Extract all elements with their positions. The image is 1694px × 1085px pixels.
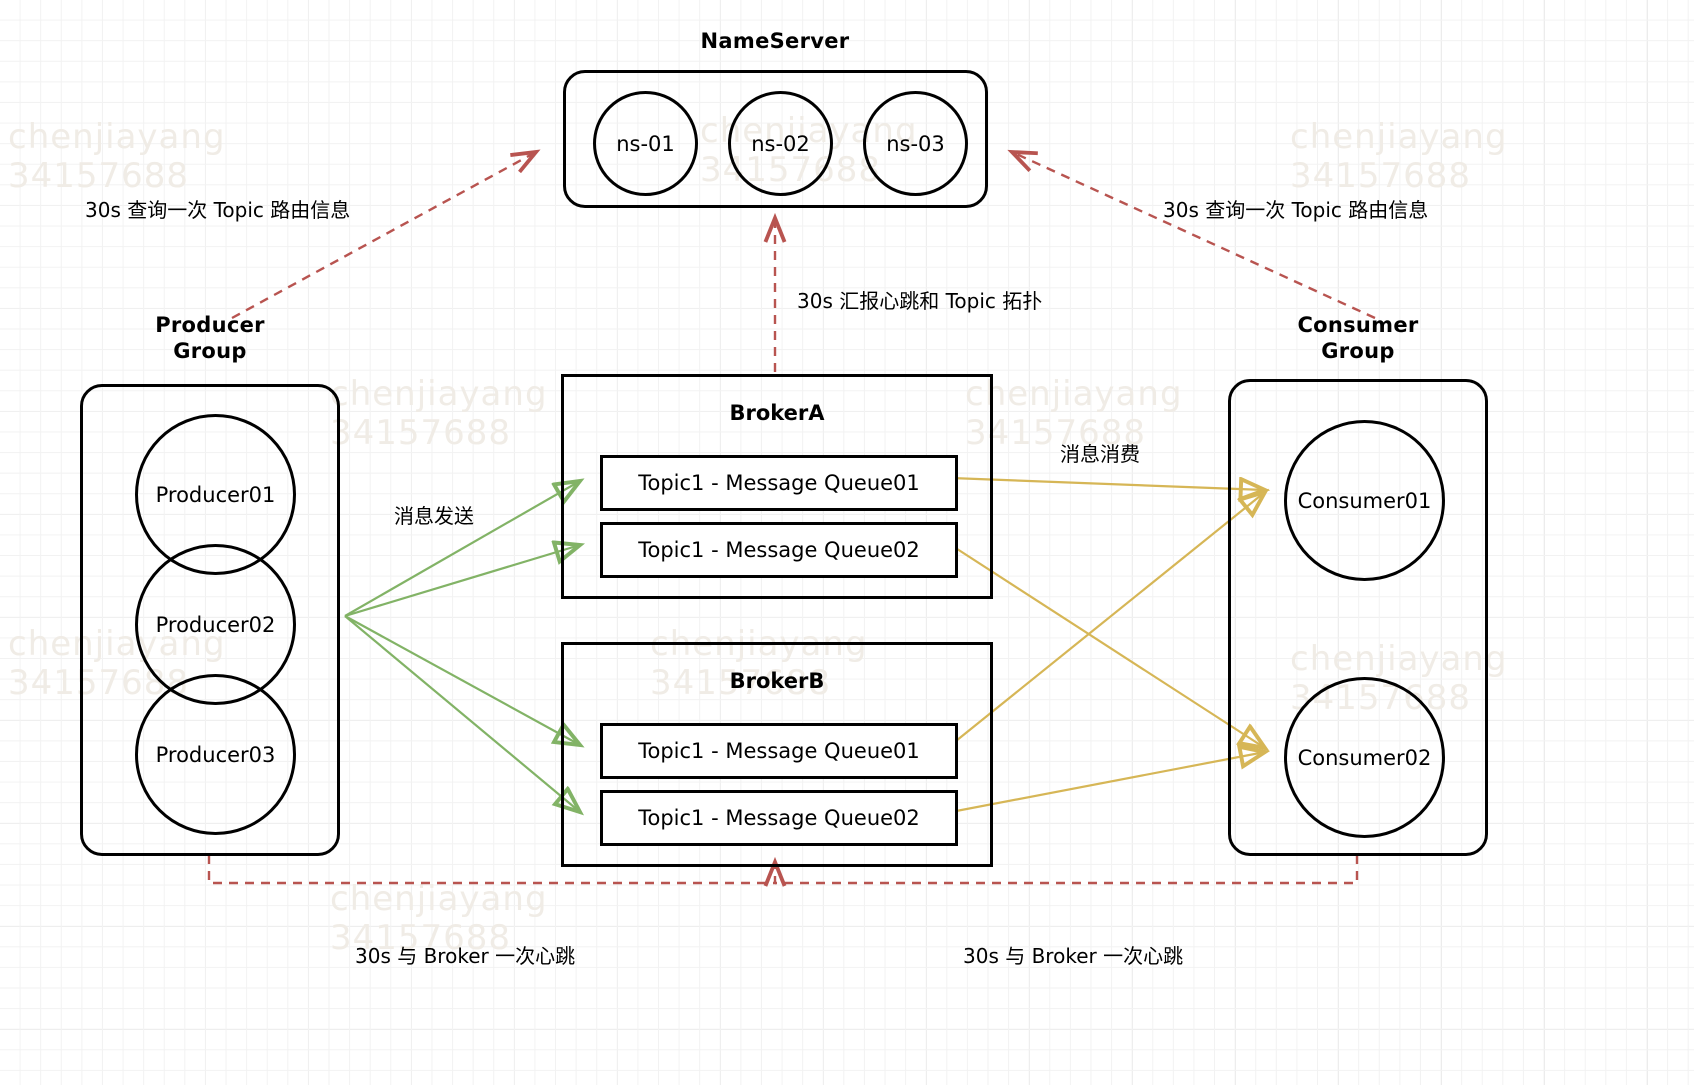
broker-b-title: BrokerB — [729, 669, 825, 693]
broker-a-box[interactable]: BrokerA Topic1 - Message Queue01 Topic1 … — [561, 374, 993, 599]
label-consumer-route: 30s 查询一次 Topic 路由信息 — [1163, 198, 1429, 222]
watermark: chenjiayang 34157688 — [330, 879, 548, 959]
edge-consume-brokerA-q1-to-consumer01 — [950, 478, 1265, 490]
label-message-consume: 消息消费 — [1060, 442, 1140, 466]
watermark: chenjiayang 34157688 — [8, 117, 226, 197]
broker-b-queue-02[interactable]: Topic1 - Message Queue02 — [600, 790, 958, 846]
consumer-group-box[interactable]: Consumer01 Consumer02 — [1228, 379, 1488, 856]
nameserver-title: NameServer — [700, 29, 850, 53]
watermark: chenjiayang 34157688 — [330, 374, 548, 454]
edge-send-to-brokerB-q2 — [344, 615, 580, 812]
nameserver-node-ns-02[interactable]: ns-02 — [728, 91, 833, 196]
edge-consume-brokerB-q1-to-consumer01 — [950, 492, 1265, 746]
edge-producer-to-nameserver — [231, 149, 541, 320]
producer-group-box[interactable]: Producer01 Producer02 Producer03 — [80, 384, 340, 856]
broker-a-queue-01[interactable]: Topic1 - Message Queue01 — [600, 455, 958, 511]
label-producer-broker-heartbeat: 30s 与 Broker 一次心跳 — [355, 944, 576, 968]
label-message-send: 消息发送 — [394, 504, 474, 528]
watermark: chenjiayang 34157688 — [1290, 117, 1508, 197]
edge-send-to-brokerA-q2 — [344, 545, 580, 618]
edge-consume-brokerB-q2-to-consumer02 — [950, 752, 1265, 814]
consumer-01[interactable]: Consumer01 — [1284, 420, 1445, 581]
producer-group-title: Producer Group — [155, 313, 265, 364]
watermark: chenjiayang 34157688 — [965, 374, 1183, 454]
label-producer-route: 30s 查询一次 Topic 路由信息 — [85, 198, 351, 222]
label-broker-heartbeat-nameserver: 30s 汇报心跳和 Topic 拓扑 — [797, 289, 1043, 313]
consumer-group-title: Consumer Group — [1297, 313, 1419, 364]
nameserver-node-ns-03[interactable]: ns-03 — [863, 91, 968, 196]
nameserver-node-ns-01[interactable]: ns-01 — [593, 91, 698, 196]
producer-03[interactable]: Producer03 — [135, 674, 296, 835]
nameserver-box[interactable]: ns-01 ns-02 ns-03 — [563, 70, 988, 208]
broker-a-title: BrokerA — [729, 401, 825, 425]
edge-consume-brokerA-q2-to-consumer02 — [950, 544, 1265, 748]
edge-send-to-brokerB-q1 — [344, 615, 580, 745]
label-consumer-broker-heartbeat: 30s 与 Broker 一次心跳 — [963, 944, 1184, 968]
broker-a-queue-02[interactable]: Topic1 - Message Queue02 — [600, 522, 958, 578]
broker-b-box[interactable]: BrokerB Topic1 - Message Queue01 Topic1 … — [561, 642, 993, 867]
broker-b-queue-01[interactable]: Topic1 - Message Queue01 — [600, 723, 958, 779]
consumer-02[interactable]: Consumer02 — [1284, 677, 1445, 838]
